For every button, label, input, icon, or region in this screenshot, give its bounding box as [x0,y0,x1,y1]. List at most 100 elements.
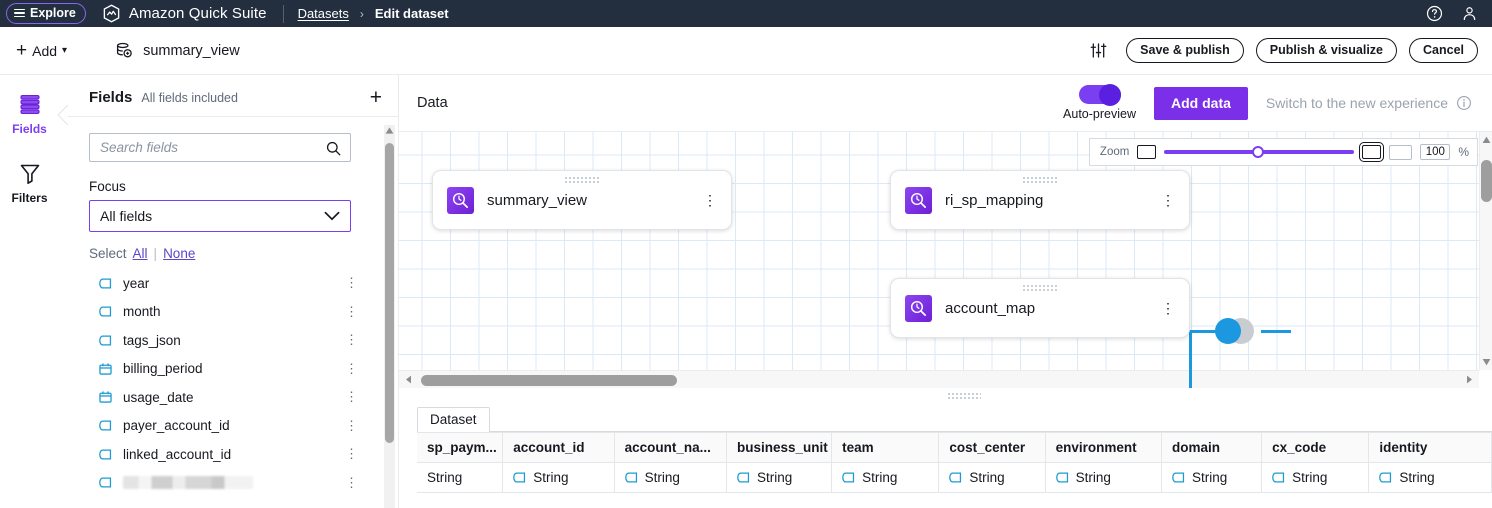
auto-preview-toggle-wrap: Auto-preview [1063,83,1136,121]
explore-button[interactable]: Explore [6,3,86,24]
field-list-item[interactable]: month ⋮ [89,298,382,327]
info-circle-icon[interactable] [1456,95,1472,111]
fit-screen-icon[interactable] [1137,145,1157,159]
column-header-business-unit[interactable]: business_unit [726,432,833,463]
auto-preview-toggle[interactable] [1078,83,1121,106]
column-header-cost-center[interactable]: cost_center [938,432,1046,463]
field-list-item[interactable]: linked_account_id ⋮ [89,440,382,469]
kebab-menu-icon[interactable]: ⋮ [703,191,717,208]
zoom-label: Zoom [1099,146,1130,158]
tab-dataset[interactable]: Dataset [417,407,490,432]
cancel-button[interactable]: Cancel [1409,38,1478,63]
column-header-team[interactable]: team [831,432,940,463]
string-type-icon [624,472,637,483]
join-icon-ri-sp-mapping[interactable] [1213,317,1258,345]
scrollbar-thumb[interactable] [385,143,394,443]
rail-item-filters[interactable]: Filters [0,162,59,205]
breadcrumb-datasets-link[interactable]: Datasets [297,6,349,21]
add-button[interactable]: + Add ▾ [12,39,71,63]
column-header-account-name[interactable]: account_na... [614,432,727,463]
user-icon[interactable] [1461,5,1478,22]
rail-item-fields[interactable]: Fields [0,93,59,136]
column-header-cx-code[interactable]: cx_code [1261,432,1370,463]
connector-join-to-ri-sp [1261,330,1291,333]
field-menu-icon[interactable]: ⋮ [345,303,358,319]
publish-and-visualize-button[interactable]: Publish & visualize [1255,38,1397,63]
breadcrumb-current: Edit dataset [374,6,449,21]
v-scrollbar-thumb[interactable] [1481,160,1492,202]
data-header-actions: Auto-preview Add data Switch to the new … [1063,83,1472,121]
canvas-vertical-scrollbar[interactable] [1479,132,1492,370]
h-scrollbar-thumb[interactable] [421,375,677,386]
zoom-slider[interactable] [1164,145,1355,159]
date-type-icon [99,391,112,403]
column-header-domain[interactable]: domain [1161,432,1263,463]
hamburger-icon [14,7,25,19]
kebab-menu-icon[interactable]: ⋮ [1161,299,1175,316]
field-menu-icon[interactable]: ⋮ [345,360,358,376]
field-list-item-redacted[interactable]: ⋮ [89,469,382,498]
zoom-extra-box[interactable] [1389,144,1413,160]
focus-select[interactable]: All fields [89,200,351,232]
cell-type: String [1045,462,1163,493]
dataset-view-icon [905,186,932,214]
kebab-menu-icon[interactable]: ⋮ [1161,191,1175,208]
join-canvas[interactable]: Zoom 100 % [399,131,1492,388]
date-type-icon [99,363,112,375]
fields-panel-scrollbar[interactable] [384,125,395,508]
scroll-right-arrow-icon[interactable] [1463,373,1476,386]
canvas-node-ri-sp-mapping[interactable]: ri_sp_mapping ⋮ [890,170,1190,230]
type-label: String [533,470,569,485]
top-right-actions [1426,5,1482,22]
column-header-environment[interactable]: environment [1045,432,1163,463]
search-fields-input[interactable] [89,133,351,162]
column-header-identity[interactable]: identity [1368,432,1492,463]
field-list-item[interactable]: billing_period ⋮ [89,355,382,384]
field-menu-icon[interactable]: ⋮ [345,275,358,291]
canvas-horizontal-scrollbar[interactable] [399,370,1479,388]
fields-panel-subtitle: All fields included [141,90,238,105]
canvas-node-account-map[interactable]: account_map ⋮ [890,278,1190,338]
actual-size-icon[interactable] [1359,142,1385,162]
panel-splitter[interactable] [399,388,1492,404]
field-menu-icon[interactable]: ⋮ [345,446,358,462]
add-data-button[interactable]: Add data [1154,86,1248,120]
scroll-up-arrow-icon[interactable] [1481,134,1492,146]
scroll-up-arrow-icon[interactable] [384,125,395,137]
field-list-item[interactable]: tags_json ⋮ [89,326,382,355]
fields-panel-title: Fields [89,89,133,106]
field-list-item[interactable]: payer_account_id ⋮ [89,412,382,441]
type-label: String [1292,470,1328,485]
zoom-slider-handle[interactable] [1252,146,1265,158]
switch-experience[interactable]: Switch to the new experience [1266,95,1472,111]
field-list-item[interactable]: usage_date ⋮ [89,383,382,412]
field-menu-icon[interactable]: ⋮ [345,332,358,348]
preview-table: sp_paym... account_id account_na... busi… [417,432,1492,493]
splitter-drag-handle[interactable] [947,392,981,400]
field-menu-icon[interactable]: ⋮ [345,417,358,433]
node-drag-handle[interactable] [1022,284,1058,291]
column-header-sp-payment[interactable]: sp_paym... [417,432,504,463]
field-menu-icon[interactable]: ⋮ [345,389,358,405]
select-none-link[interactable]: None [163,246,196,261]
scroll-down-arrow-icon[interactable] [1481,356,1492,368]
string-type-icon [99,449,112,460]
help-circle-icon[interactable] [1426,5,1443,22]
node-drag-handle[interactable] [1022,176,1058,183]
table-header-row: sp_paym... account_id account_na... busi… [417,432,1492,463]
scroll-left-arrow-icon[interactable] [402,373,415,386]
canvas-node-summary-view[interactable]: summary_view ⋮ [432,170,732,230]
field-menu-icon[interactable]: ⋮ [345,474,358,490]
node-drag-handle[interactable] [564,176,600,183]
sliders-icon[interactable] [1083,39,1114,62]
search-icon [326,141,341,156]
add-field-icon[interactable]: + [369,85,382,109]
dataset-view-icon [447,186,474,214]
column-header-account-id[interactable]: account_id [502,432,615,463]
cell-type: String [938,462,1046,493]
save-and-publish-button[interactable]: Save & publish [1126,38,1244,63]
select-all-link[interactable]: All [132,246,148,261]
toggle-knob [1098,83,1121,106]
field-list-item[interactable]: year ⋮ [89,269,382,298]
zoom-value-input[interactable]: 100 [1420,144,1451,160]
